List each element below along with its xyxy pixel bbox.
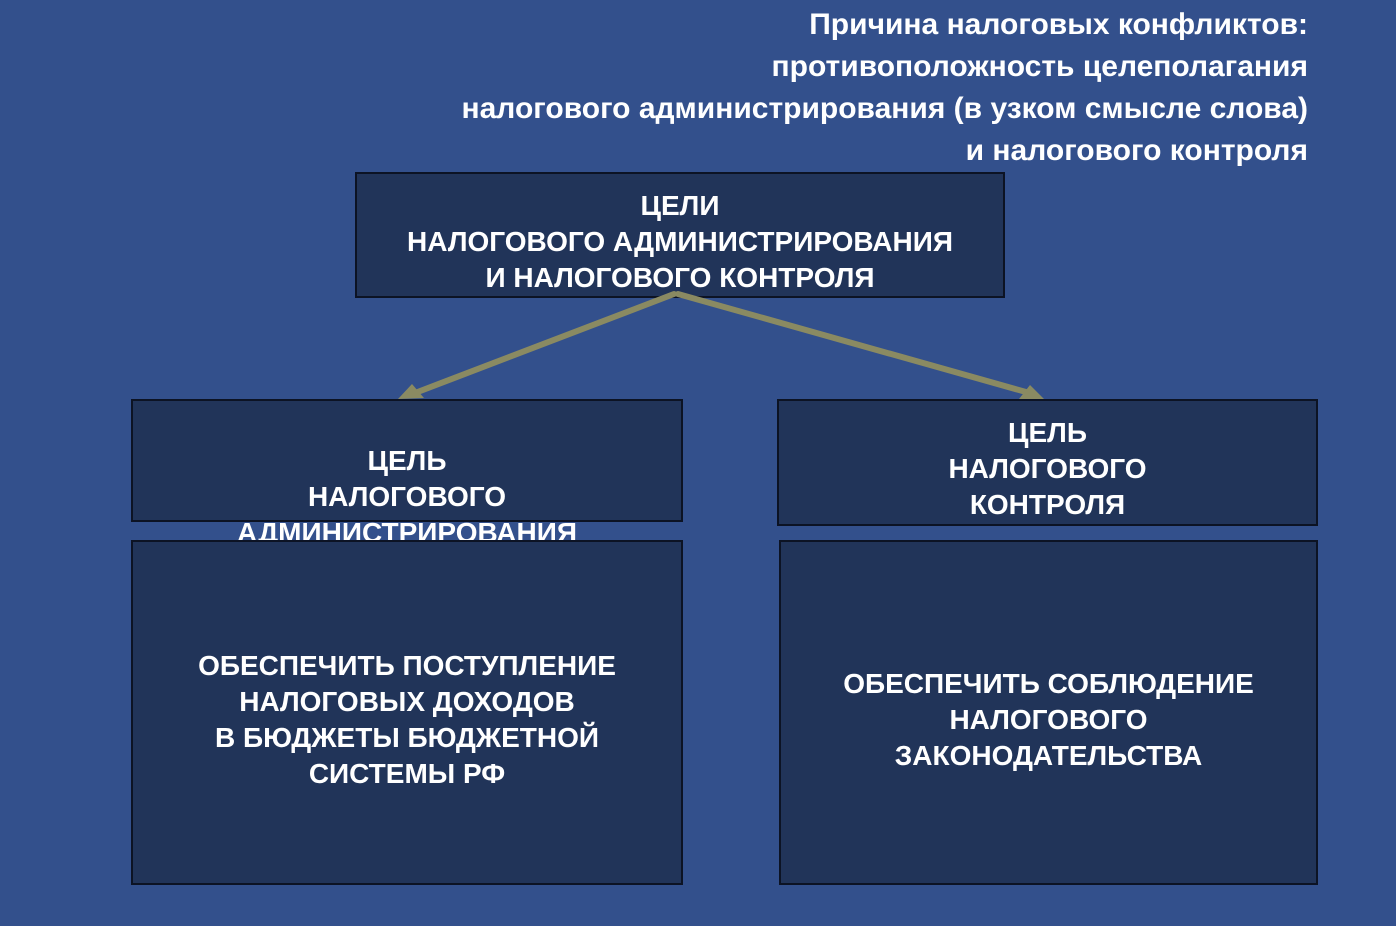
title-line: противоположность целеполагания [771,50,1308,83]
control-task-box: ОБЕСПЕЧИТЬ СОБЛЮДЕНИЕ НАЛОГОВОГО ЗАКОНОД… [779,540,1318,885]
control-goal-line: ЦЕЛЬ [1008,417,1087,448]
root-goals-line: И НАЛОГОВОГО КОНТРОЛЯ [485,262,875,293]
arrowhead-control-icon [1019,385,1044,399]
control-task-line: НАЛОГОВОГО [949,704,1148,735]
root-goals-box: ЦЕЛИ НАЛОГОВОГО АДМИНИСТРИРОВАНИЯ И НАЛО… [355,172,1005,298]
control-goal-line: КОНТРОЛЯ [969,489,1126,520]
slide-title: Причина налоговых конфликтов: противопол… [300,4,1308,172]
title-line: Причина налоговых конфликтов: [809,8,1308,41]
admin-task-box: ОБЕСПЕЧИТЬ ПОСТУПЛЕНИЕ НАЛОГОВЫХ ДОХОДОВ… [131,540,683,885]
control-goal-box: ЦЕЛЬ НАЛОГОВОГО КОНТРОЛЯ [777,399,1318,526]
control-goal-line: НАЛОГОВОГО [948,453,1147,484]
connector-to-admin [412,291,677,396]
admin-goal-line: НАЛОГОВОГО [307,481,507,512]
title-line: и налогового контроля [965,134,1308,167]
admin-task-line: НАЛОГОВЫХ ДОХОДОВ [239,686,575,717]
root-goals-line: ЦЕЛИ [640,190,720,221]
root-goals-line: НАЛОГОВОГО АДМИНИСТРИРОВАНИЯ [407,226,953,257]
title-line: налогового администрирования (в узком см… [461,92,1308,125]
control-task-line: ОБЕСПЕЧИТЬ СОБЛЮДЕНИЕ [843,668,1254,699]
admin-task-line: СИСТЕМЫ РФ [308,758,506,789]
control-task-line: ЗАКОНОДАТЕЛЬСТВА [894,740,1203,771]
admin-task-line: В БЮДЖЕТЫ БЮДЖЕТНОЙ [215,722,599,753]
connector-to-control [675,291,1029,395]
admin-task-line: ОБЕСПЕЧИТЬ ПОСТУПЛЕНИЕ [198,650,616,681]
arrowhead-admin-icon [398,384,424,399]
admin-goal-line: ЦЕЛЬ [367,445,447,476]
